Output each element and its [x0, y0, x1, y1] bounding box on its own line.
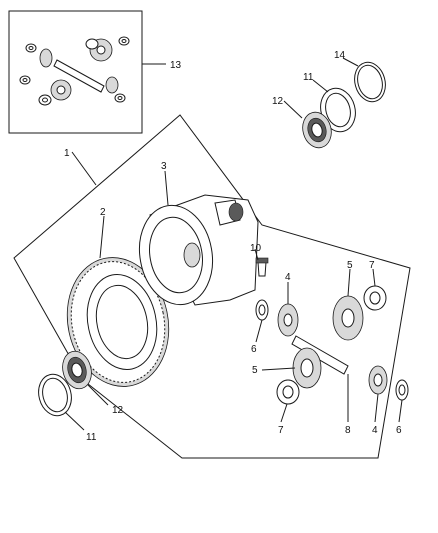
- tapered-bearing-upper: [302, 111, 332, 149]
- callout-5-lower: 5: [252, 365, 258, 376]
- callout-11-upper: 11: [303, 72, 314, 83]
- bearing-cup-lower: [38, 373, 72, 417]
- callout-5-upper: 5: [347, 260, 353, 271]
- differential-case: [138, 194, 259, 306]
- callout-labels: 1 2 3 10 4 5 7 6 5 7 8 4 6 14 11 12 13 1…: [64, 50, 402, 443]
- thrust-washer-left: [255, 299, 269, 321]
- callout-6-right: 6: [396, 425, 402, 436]
- callout-7-upper: 7: [369, 260, 375, 271]
- callout-13: 13: [170, 60, 182, 71]
- callout-8: 8: [345, 425, 351, 436]
- bearing-cup-upper: [354, 61, 386, 103]
- callout-3: 3: [161, 161, 167, 172]
- pinion-gear-lower: [368, 365, 388, 395]
- callout-4-upper: 4: [285, 272, 291, 283]
- pinion-gear-upper: [277, 303, 299, 337]
- tapered-bearing-lower: [62, 350, 92, 390]
- thrust-washer-upper: [363, 285, 387, 311]
- callout-12-lower: 12: [112, 405, 124, 416]
- callout-7-lower: 7: [278, 425, 284, 436]
- bearing-race-upper: [320, 87, 356, 133]
- pinion-shaft: [291, 335, 349, 375]
- callout-11-lower: 11: [86, 432, 97, 443]
- thrust-washer-right: [395, 379, 409, 401]
- leader-lines: [64, 57, 403, 431]
- side-gear-lower: [292, 347, 322, 389]
- ring-gear: [66, 257, 170, 387]
- callout-4-lower: 4: [372, 425, 378, 436]
- bolt: [255, 257, 269, 277]
- side-gear-upper: [332, 295, 364, 341]
- callout-2: 2: [100, 207, 106, 218]
- assembly-outline: [13, 114, 411, 459]
- callout-10: 10: [250, 243, 262, 254]
- inset-kit-box: [8, 10, 166, 134]
- callout-1: 1: [64, 148, 70, 159]
- callout-12-upper: 12: [272, 96, 284, 107]
- callout-6-left: 6: [251, 344, 257, 355]
- thrust-washer-lower: [276, 379, 300, 405]
- callout-14: 14: [334, 50, 346, 61]
